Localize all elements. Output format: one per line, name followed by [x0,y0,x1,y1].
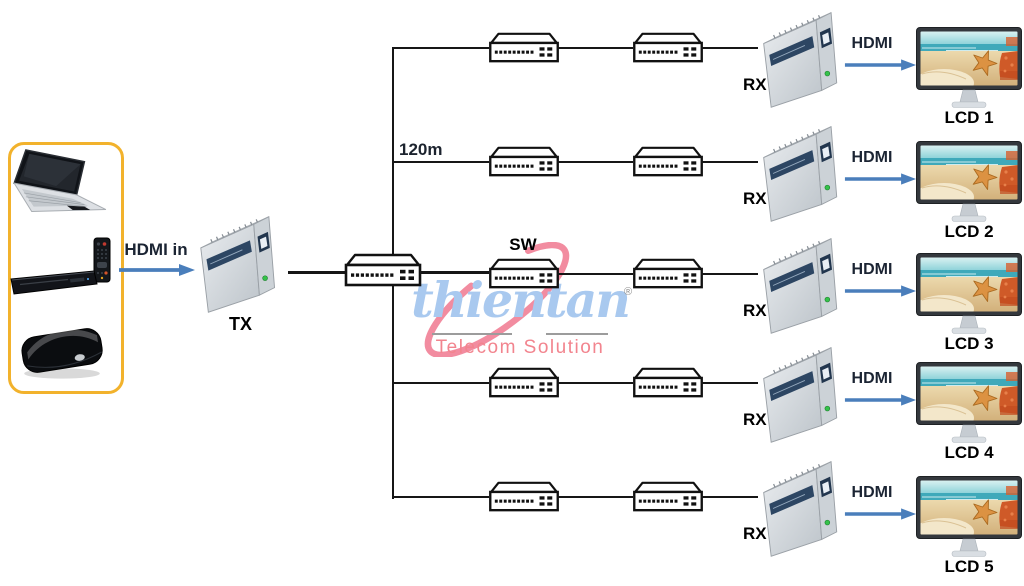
lcd-label: LCD 5 [944,557,994,576]
hdmi-in-label: HDMI in [124,240,188,259]
ethernet-switch-icon [631,146,705,177]
hdmi-label: HDMI [851,261,893,278]
rx-extender-icon [755,457,851,560]
connector-line [557,160,633,164]
ethernet-switch-icon [631,32,705,63]
branch-row-1: RX HDMI LCD 1 [0,8,1024,150]
connector-line [701,495,758,499]
ethernet-switch-icon [487,32,561,63]
watermark-tagline: Telecom Solution [435,337,605,358]
hdmi-label: HDMI [851,149,893,166]
rx-label: RX [743,410,767,429]
ethernet-switch-icon [631,367,705,398]
lcd-label: LCD 2 [944,222,994,241]
ethernet-switch-icon [487,481,561,512]
lcd-label: LCD 4 [944,443,994,462]
lcd-label: LCD 3 [944,334,994,353]
ethernet-switch-icon [487,146,561,177]
lcd-monitor-icon [916,253,1022,337]
tx-label: TX [228,314,252,334]
rx-extender-icon [755,8,851,111]
connector-line [701,272,758,276]
switch-label: SW [509,235,537,254]
branch-row-5: RX HDMI LCD 5 [0,457,1024,586]
branch-row-2: RX HDMI LCD 2 [0,122,1024,264]
distance-label: 120m [399,140,443,159]
connector-line [557,272,633,276]
connector-line [393,46,489,50]
connector-line [701,160,758,164]
ethernet-switch-icon [631,258,705,289]
lcd-monitor-icon [916,362,1022,446]
ethernet-switch-icon [631,481,705,512]
rx-label: RX [743,189,767,208]
rx-extender-icon [755,234,851,337]
hdmi-arrow-icon [844,507,917,521]
hdmi-label: HDMI [851,484,893,501]
source-devices-box [8,142,124,394]
lcd-monitor-icon [916,141,1022,225]
hdmi-label: HDMI [851,35,893,52]
connector-line [701,46,758,50]
connector-line [393,381,489,385]
rx-extender-icon [755,343,851,446]
watermark-underline [546,333,608,335]
hdmi-arrow-icon [844,172,917,186]
connector-line [393,160,489,164]
registered-trademark-symbol: ® [624,286,633,298]
connector-line [557,381,633,385]
lcd-monitor-icon [916,476,1022,560]
rx-label: RX [743,524,767,543]
hdmi-arrow-icon [844,393,917,407]
ethernet-switch-icon [487,367,561,398]
hdmi-arrow-icon [844,58,917,72]
connector-line [701,381,758,385]
rx-label: RX [743,301,767,320]
hdmi-label: HDMI [851,370,893,387]
branch-row-4: RX HDMI LCD 4 [0,343,1024,485]
rx-label: RX [743,75,767,94]
connector-line [393,495,489,499]
connector-line [557,46,633,50]
connector-line [420,271,489,274]
watermark-underline [432,333,512,335]
lcd-label: LCD 1 [944,108,994,127]
watermark-swoosh-icon [424,242,570,357]
connector-line [288,271,346,274]
branch-row-3: RX HDMI LCD 3 [0,234,1024,376]
ethernet-switch-icon [487,258,561,289]
lcd-monitor-icon [916,27,1022,111]
rx-extender-icon [755,122,851,225]
hdmi-arrow-icon [844,284,917,298]
connector-line [557,495,633,499]
